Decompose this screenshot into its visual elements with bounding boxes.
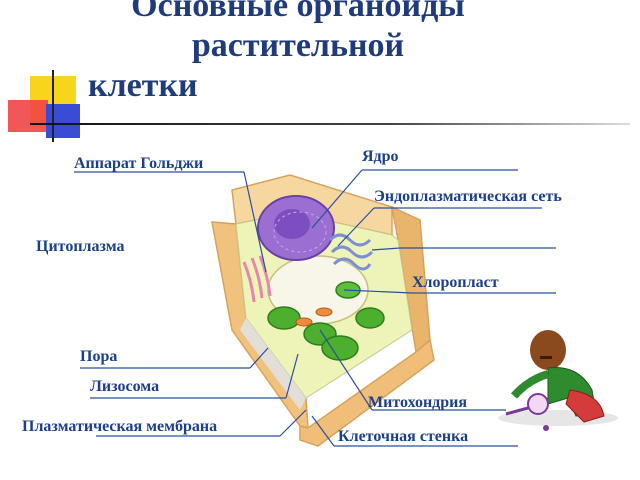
label-cytoplasm: Цитоплазма [36,238,125,255]
label-golgi: Аппарат Гольджи [74,155,204,172]
label-nucleus: Ядро [362,148,399,165]
title-line-1: Основные органоиды [131,0,465,24]
page-title: Основные органоиды растительной клетки [88,0,508,106]
title-line-2: растительной [191,27,405,64]
label-cell-wall: Клеточная стенка [338,428,469,445]
golgi-shape [242,255,272,303]
deco-vertical-line [52,70,54,142]
nucleus-shape [257,195,335,261]
label-membrane: Плазматическая мембрана [22,418,218,435]
label-er: Эндоплазматическая сеть [374,188,562,205]
chloroplast-shapes [267,281,385,361]
label-lysosome: Лизосома [90,378,160,395]
leader-lines [74,169,556,447]
deco-blue-square [46,104,80,138]
label-pore: Пора [80,348,118,365]
er-shape [328,233,374,271]
title-line-3: клетки [88,67,198,104]
deco-horizontal-rule [30,123,630,125]
mitochondria-shapes [295,307,333,327]
deco-red-square [8,100,48,132]
label-chloroplast: Хлоропласт [412,274,499,291]
boy-illustration [498,330,618,431]
label-mitochondria: Митохондрия [368,394,468,411]
